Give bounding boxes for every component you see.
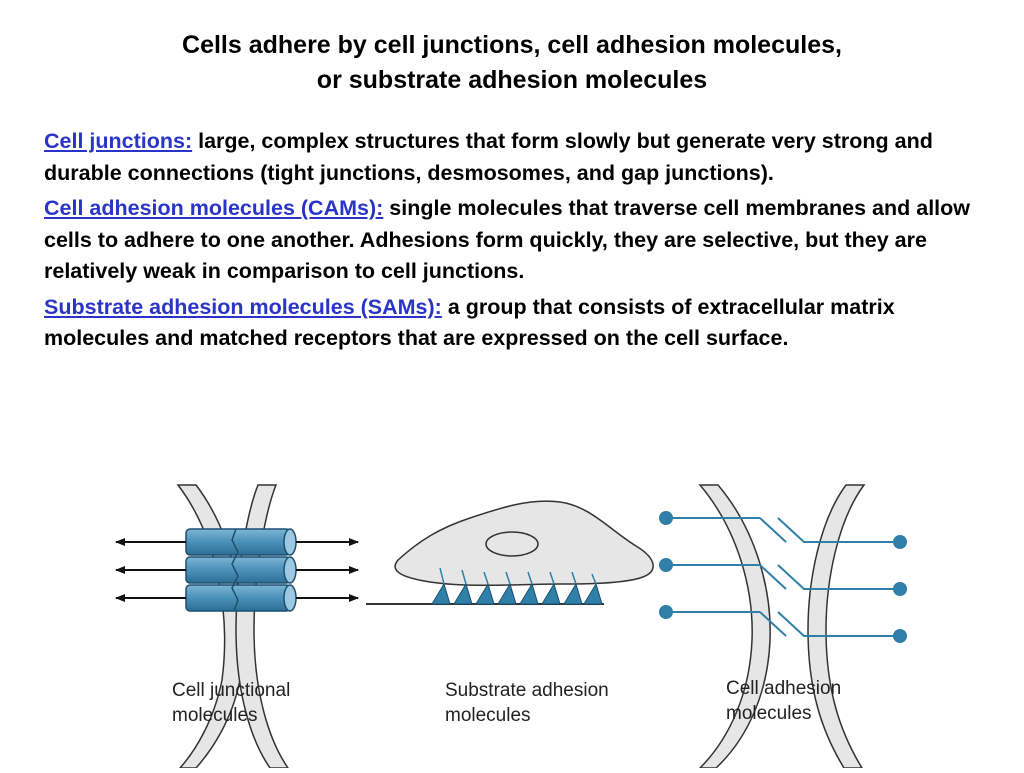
adhesion-diagram-svg	[115, 484, 907, 769]
junction-arrows	[115, 538, 359, 602]
cylinder-seam	[231, 528, 239, 612]
caption-junctional-line-1: Cell junctional	[172, 680, 291, 701]
panel-cell-adhesion	[659, 484, 907, 769]
receptor-triangle	[475, 582, 495, 605]
caption-substrate-line-2: molecules	[445, 705, 531, 726]
definition-cell-junctions: Cell junctions: large, complex structure…	[44, 126, 994, 189]
cylinder-middle-cap	[283, 556, 297, 584]
cell-nucleus	[485, 531, 539, 557]
cam-bond-top	[759, 517, 840, 543]
caption-substrate-line-1: Substrate adhesion	[445, 680, 609, 701]
receptor-stalk	[483, 571, 489, 585]
receptor-triangle	[519, 582, 539, 605]
caption-junctional-line-2: molecules	[172, 705, 258, 726]
panel-substrate-adhesion	[366, 500, 654, 605]
receptor-stalk	[527, 571, 533, 585]
cylinder-middle	[185, 556, 291, 584]
caption-adhesion-line-2: molecules	[726, 703, 812, 724]
receptor-stalk	[439, 567, 445, 585]
caption-cell-junctional: Cell junctional molecules	[172, 678, 290, 728]
term-cams: Cell adhesion molecules (CAMs):	[44, 196, 384, 220]
definition-text-sams: a group that consists of extracellular m…	[44, 294, 895, 351]
definition-sams: Substrate adhesion molecules (SAMs): a g…	[44, 292, 994, 355]
cylinder-top-cap	[283, 528, 297, 556]
definition-cams: Cell adhesion molecules (CAMs): single m…	[44, 193, 994, 288]
receptor-triangle	[563, 582, 583, 605]
title-line-2: or substrate adhesion molecules	[316, 66, 708, 94]
cam-right-head-top	[893, 535, 907, 549]
cam-bond-middle	[759, 564, 840, 590]
receptor-triangle	[583, 582, 603, 605]
receptor-stalk	[461, 569, 467, 585]
cylinder-bottom-cap	[283, 584, 297, 612]
title-line-1: Cells adhere by cell junctions, cell adh…	[182, 31, 842, 59]
receptor-triangle	[431, 582, 451, 605]
receptor-stalk	[549, 571, 555, 585]
cam-receptors	[659, 511, 907, 643]
term-cell-junctions: Cell junctions:	[44, 129, 193, 153]
definition-text-cell-junctions: large, complex structures that form slow…	[44, 129, 933, 185]
receptor-triangle	[541, 582, 561, 605]
definition-text-cams: single molecules that traverse cell memb…	[44, 196, 971, 283]
cam-bond-bottom	[759, 611, 840, 637]
receptor-triangle	[497, 582, 517, 605]
cam-right-head-middle	[893, 582, 907, 596]
cam-left-head-middle	[659, 558, 673, 572]
caption-adhesion-line-1: Cell adhesion	[726, 678, 842, 699]
receptor-stalk	[505, 571, 511, 585]
slide-title: Cells adhere by cell junctions, cell adh…	[0, 28, 1024, 98]
caption-substrate-adhesion: Substrate adhesion molecules	[445, 678, 609, 728]
receptor-stalk	[571, 571, 577, 585]
definitions-block: Cell junctions: large, complex structure…	[44, 126, 994, 359]
cam-left-head-bottom	[659, 605, 673, 619]
cam-right-head-bottom	[893, 629, 907, 643]
junction-cylinders	[185, 528, 297, 612]
caption-cell-adhesion: Cell adhesion molecules	[726, 676, 841, 726]
substrate-receptors	[431, 567, 603, 605]
cam-left-head-top	[659, 511, 673, 525]
term-sams: Substrate adhesion molecules (SAMs):	[44, 294, 442, 319]
adhesion-diagram: Cell junctional molecules Substrate adhe…	[0, 480, 1024, 769]
panel-cell-junctional	[115, 484, 359, 769]
receptor-triangle	[453, 582, 473, 605]
cylinder-bottom	[185, 584, 291, 612]
receptor-stalk	[591, 573, 597, 585]
